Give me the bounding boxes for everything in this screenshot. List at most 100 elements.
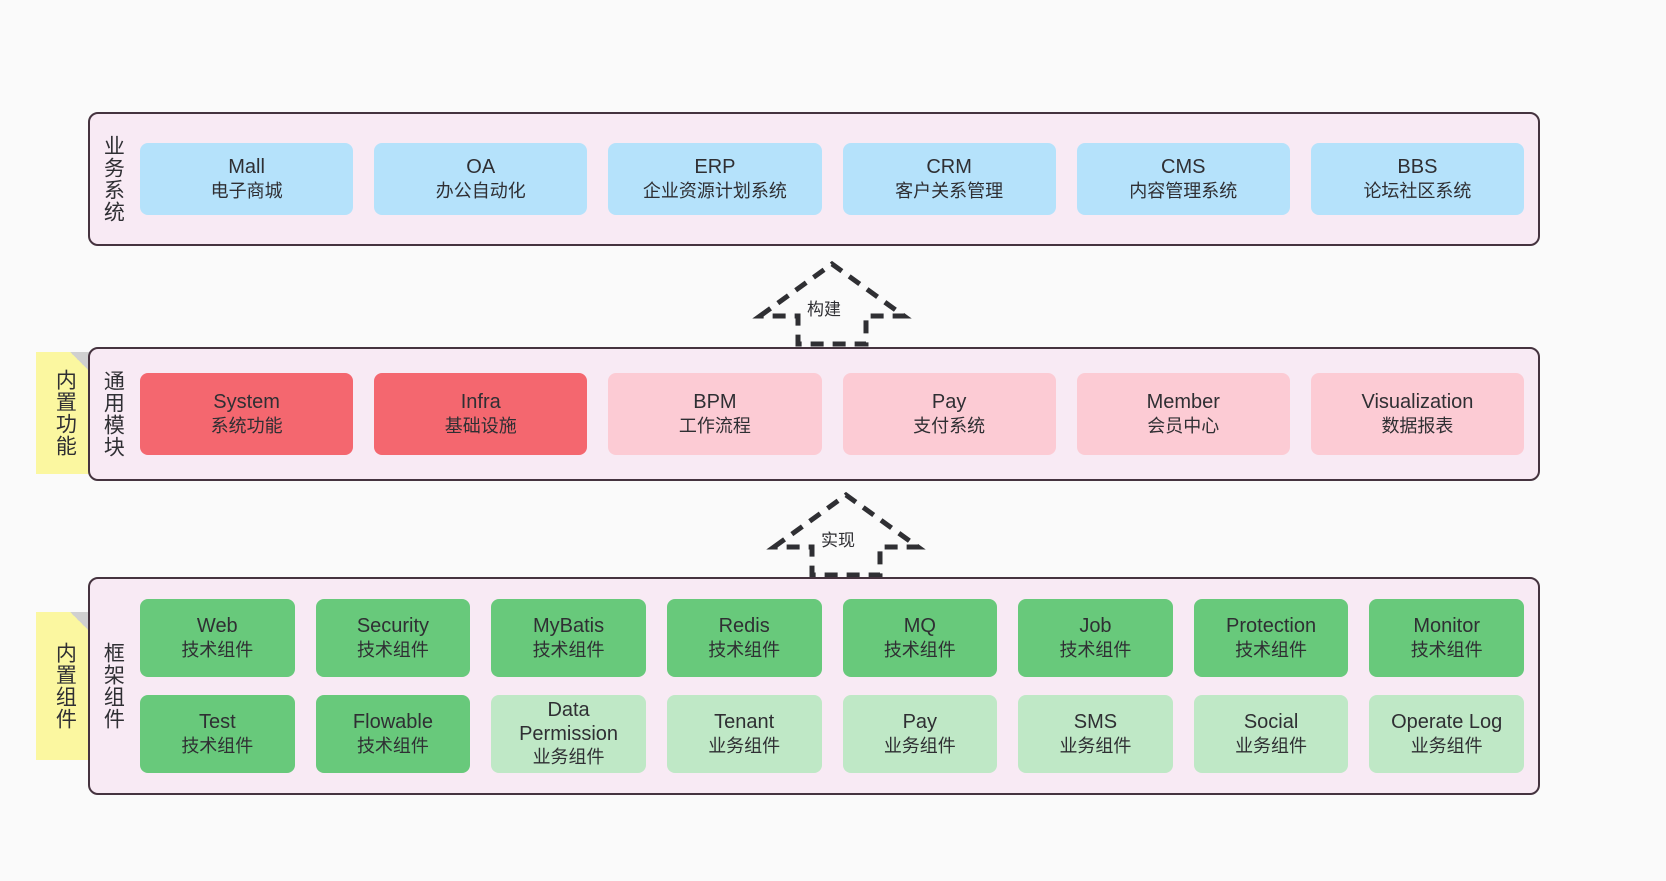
framework-node-row-1: Web 技术组件 Security 技术组件 MyBatis 技术组件 Redi… — [140, 599, 1524, 677]
node-mq[interactable]: MQ 技术组件 — [842, 599, 998, 677]
node-protection-en: Protection — [1226, 614, 1317, 637]
node-member-cn: 会员中心 — [1147, 415, 1220, 436]
node-member[interactable]: Member 会员中心 — [1076, 373, 1290, 455]
node-job-cn: 技术组件 — [1059, 639, 1132, 660]
node-cms[interactable]: CMS 内容管理系统 — [1076, 143, 1290, 215]
node-visualization-cn: 数据报表 — [1381, 415, 1454, 436]
node-system[interactable]: System 系统功能 — [140, 373, 354, 455]
node-web-cn: 技术组件 — [181, 639, 254, 660]
node-pay-module[interactable]: Pay 支付系统 — [842, 373, 1056, 455]
node-erp-en: ERP — [694, 155, 736, 178]
connector-build-label: 构建 — [807, 300, 841, 319]
node-mybatis[interactable]: MyBatis 技术组件 — [491, 599, 646, 677]
node-visualization-en: Visualization — [1361, 390, 1474, 413]
node-monitor-cn: 技术组件 — [1410, 639, 1483, 660]
layer-framework-component: 框架组件 Web 技术组件 Security 技术组件 MyBatis 技术组件… — [88, 577, 1540, 795]
node-protection[interactable]: Protection 技术组件 — [1193, 599, 1349, 677]
node-infra-cn: 基础设施 — [444, 415, 517, 436]
common-node-row: System 系统功能 Infra 基础设施 BPM 工作流程 Pay 支付系统… — [140, 373, 1525, 455]
node-bpm[interactable]: BPM 工作流程 — [608, 373, 822, 455]
node-web[interactable]: Web 技术组件 — [140, 599, 295, 677]
node-mall-cn: 电子商城 — [210, 180, 283, 201]
node-operate-log[interactable]: Operate Log 业务组件 — [1369, 695, 1524, 773]
node-erp[interactable]: ERP 企业资源计划系统 — [608, 143, 822, 215]
node-infra-en: Infra — [460, 390, 501, 413]
framework-node-row-2: Test 技术组件 Flowable 技术组件 Data Permission … — [140, 695, 1524, 773]
node-system-cn: 系统功能 — [210, 415, 283, 436]
node-social-cn: 业务组件 — [1235, 735, 1308, 756]
node-bbs-cn: 论坛社区系统 — [1363, 180, 1472, 201]
node-mall-en: Mall — [228, 155, 265, 178]
node-visualization[interactable]: Visualization 数据报表 — [1310, 373, 1525, 455]
node-bpm-en: BPM — [693, 390, 737, 413]
node-redis-en: Redis — [718, 614, 770, 637]
layer-title-framework: 框架组件 — [101, 642, 125, 730]
node-data-permission-en: Data Permission — [519, 699, 619, 745]
node-crm[interactable]: CRM 客户关系管理 — [842, 143, 1056, 215]
layer-title-business: 业务系统 — [101, 135, 125, 223]
connector-implement-label: 实现 — [821, 531, 855, 550]
node-web-en: Web — [196, 614, 238, 637]
layer-body-common: System 系统功能 Infra 基础设施 BPM 工作流程 Pay 支付系统… — [134, 349, 1538, 479]
node-mall[interactable]: Mall 电子商城 — [140, 143, 354, 215]
note-builtin-component-label: 内置组件 — [53, 642, 77, 730]
node-pay-module-en: Pay — [931, 390, 967, 413]
node-flowable-en: Flowable — [352, 710, 433, 733]
node-flowable-cn: 技术组件 — [356, 735, 429, 756]
note-builtin-function: 内置功能 — [36, 352, 92, 474]
node-monitor-en: Monitor — [1413, 614, 1481, 637]
node-oa-en: OA — [466, 155, 496, 178]
node-infra[interactable]: Infra 基础设施 — [374, 373, 588, 455]
node-bbs-en: BBS — [1397, 155, 1438, 178]
node-oa[interactable]: OA 办公自动化 — [374, 143, 588, 215]
node-bbs[interactable]: BBS 论坛社区系统 — [1310, 143, 1525, 215]
layer-business-system: 业务系统 Mall 电子商城 OA 办公自动化 ERP 企业资源计划系统 CRM… — [88, 112, 1540, 246]
node-system-en: System — [213, 390, 280, 413]
node-test-cn: 技术组件 — [181, 735, 254, 756]
node-data-permission[interactable]: Data Permission 业务组件 — [491, 695, 646, 773]
layer-body-framework: Web 技术组件 Security 技术组件 MyBatis 技术组件 Redi… — [134, 579, 1538, 793]
node-sms-cn: 业务组件 — [1059, 735, 1132, 756]
build-arrow-icon — [752, 260, 912, 347]
node-job[interactable]: Job 技术组件 — [1018, 599, 1173, 677]
node-protection-cn: 技术组件 — [1235, 639, 1308, 660]
node-test[interactable]: Test 技术组件 — [140, 695, 295, 773]
node-security[interactable]: Security 技术组件 — [315, 599, 471, 677]
node-erp-cn: 企业资源计划系统 — [642, 180, 787, 201]
note-builtin-component: 内置组件 — [36, 612, 92, 760]
node-test-en: Test — [198, 710, 236, 733]
node-operate-log-en: Operate Log — [1391, 710, 1503, 733]
node-monitor[interactable]: Monitor 技术组件 — [1369, 599, 1524, 677]
node-member-en: Member — [1146, 390, 1220, 413]
node-sms-en: SMS — [1073, 710, 1118, 733]
node-security-en: Security — [356, 614, 430, 637]
node-flowable[interactable]: Flowable 技术组件 — [315, 695, 471, 773]
node-pay-component-cn: 业务组件 — [883, 735, 956, 756]
node-mq-cn: 技术组件 — [883, 639, 956, 660]
node-social[interactable]: Social 业务组件 — [1193, 695, 1349, 773]
node-data-permission-cn: 业务组件 — [532, 747, 605, 768]
node-oa-cn: 办公自动化 — [435, 180, 526, 201]
node-pay-component-en: Pay — [902, 710, 938, 733]
note-fold-corner-icon — [70, 612, 92, 634]
node-redis-cn: 技术组件 — [708, 639, 781, 660]
layer-common-module: 通用模块 System 系统功能 Infra 基础设施 BPM 工作流程 Pay… — [88, 347, 1540, 481]
node-redis[interactable]: Redis 技术组件 — [666, 599, 822, 677]
node-tenant-en: Tenant — [714, 710, 775, 733]
node-operate-log-cn: 业务组件 — [1410, 735, 1483, 756]
node-social-en: Social — [1243, 710, 1299, 733]
node-mybatis-en: MyBatis — [533, 614, 605, 637]
node-sms[interactable]: SMS 业务组件 — [1018, 695, 1173, 773]
node-tenant[interactable]: Tenant 业务组件 — [666, 695, 822, 773]
node-tenant-cn: 业务组件 — [708, 735, 781, 756]
implement-arrow-icon — [766, 491, 926, 578]
node-security-cn: 技术组件 — [356, 639, 429, 660]
note-builtin-function-label: 内置功能 — [53, 369, 77, 457]
node-pay-component[interactable]: Pay 业务组件 — [842, 695, 998, 773]
node-bpm-cn: 工作流程 — [678, 415, 751, 436]
node-cms-en: CMS — [1161, 155, 1206, 178]
node-crm-cn: 客户关系管理 — [895, 180, 1004, 201]
layer-title-common: 通用模块 — [101, 370, 125, 458]
node-mybatis-cn: 技术组件 — [532, 639, 605, 660]
